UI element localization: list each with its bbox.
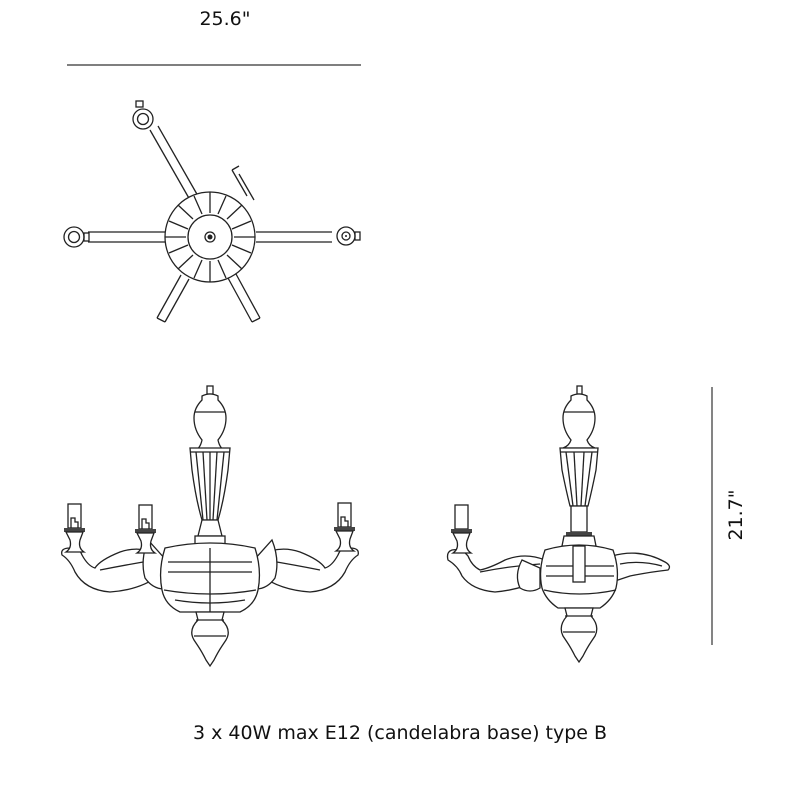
side-view xyxy=(446,385,671,664)
top-view xyxy=(63,100,361,323)
front-view xyxy=(61,385,359,668)
candle-icon xyxy=(450,504,474,554)
bulb-spec-caption: 3 x 40W max E12 (candelabra base) type B xyxy=(192,722,608,744)
candle-cup-icon xyxy=(336,226,361,246)
candle-cup-icon xyxy=(63,226,90,248)
width-dimension-label: 25.6" xyxy=(199,8,251,30)
candle-cup-icon xyxy=(132,100,154,130)
candle-icon xyxy=(134,504,158,554)
candle-icon xyxy=(333,502,357,552)
candle-icon xyxy=(63,503,87,553)
